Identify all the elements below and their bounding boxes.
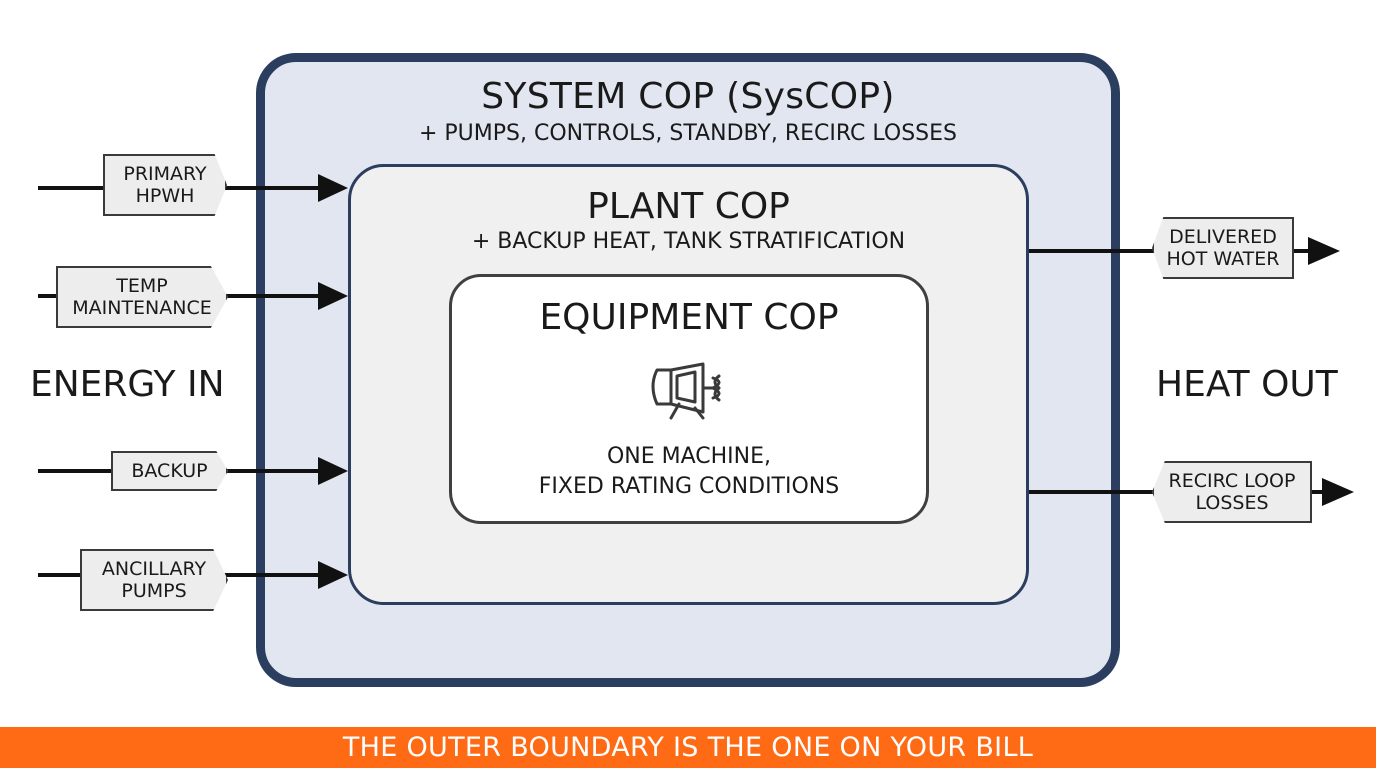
input-tag-line2: HPWH [135,185,195,207]
equipment-desc-line2: FIXED RATING CONDITIONS [538,474,840,499]
input-tag-line1: ANCILLARY [101,558,207,580]
output-tag-line2: LOSSES [1195,492,1269,514]
equipment-desc-line1: ONE MACHINE, [606,444,772,469]
output-tag-line1: DELIVERED [1169,226,1277,248]
input-tag-line2: MAINTENANCE [72,297,212,319]
equipment-cop-title: EQUIPMENT COP [539,297,839,338]
equipment-description: ONE MACHINE, FIXED RATING CONDITIONS [449,442,929,502]
system-cop-title: SYSTEM COP (SysCOP) [481,76,895,117]
heat-out-label: HEAT OUT [1156,364,1338,405]
system-cop-subtitle: + PUMPS, CONTROLS, STANDBY, RECIRC LOSSE… [418,121,957,146]
input-tag-line1: PRIMARY [123,163,207,185]
output-tag-line1: RECIRC LOOP [1168,470,1296,492]
bottom-banner: THE OUTER BOUNDARY IS THE ONE ON YOUR BI… [0,727,1376,768]
input-tag-line2: PUMPS [121,580,187,602]
input-tag-line1: BACKUP [131,460,208,482]
banner-text: THE OUTER BOUNDARY IS THE ONE ON YOUR BI… [342,732,1034,763]
input-tag-backup: BACKUP [111,451,228,491]
equipment-boundary [449,274,929,524]
output-tag-line2: HOT WATER [1166,248,1280,270]
plant-cop-title: PLANT COP [587,186,790,227]
input-tag-line1: TEMP [116,275,168,297]
energy-in-label: ENERGY IN [30,364,225,405]
heat-pump-icon [651,362,721,420]
plant-cop-subtitle: + BACKUP HEAT, TANK STRATIFICATION [471,229,906,254]
